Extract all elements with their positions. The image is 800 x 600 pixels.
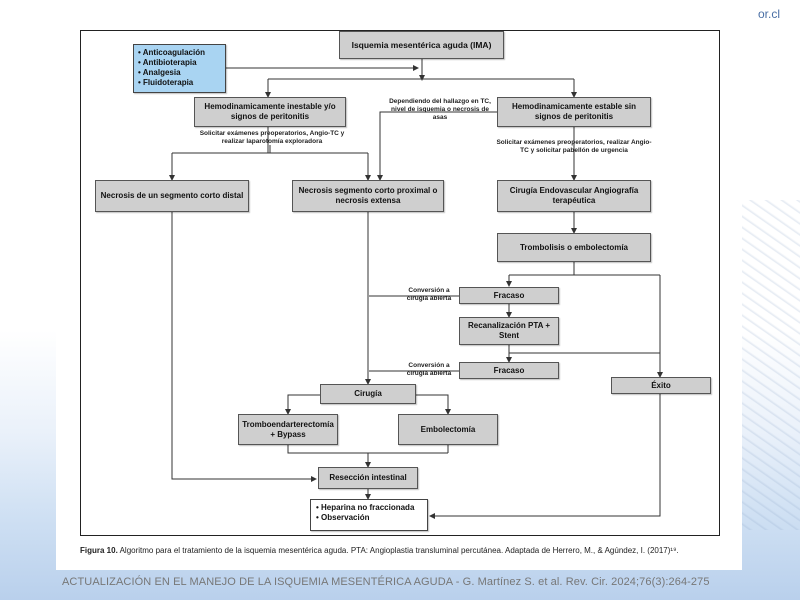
edge-to-resection xyxy=(287,445,371,468)
final-item: Heparina no fraccionada xyxy=(316,503,422,513)
edge-success-to-final xyxy=(429,394,661,519)
treatment-item: Analgesia xyxy=(138,68,221,78)
node-treatments: Anticoagulación Antibioterapia Analgesia… xyxy=(133,44,226,93)
note-unstable-exams: Solicitar exámenes preoperatorios, Angio… xyxy=(199,130,345,145)
node-unstable: Hemodinamicamente inestable y/o signos d… xyxy=(194,97,346,127)
node-failure-2: Fracaso xyxy=(459,362,559,379)
node-thromboendarterectomy: Tromboendarterectomía + Bypass xyxy=(238,414,338,445)
treatment-item: Anticoagulación xyxy=(138,48,221,58)
node-endovascular: Cirugía Endovascular Angiografía terapéu… xyxy=(497,180,651,212)
corner-text: or.cl xyxy=(758,7,781,21)
note-depending: Dependiendo del hallazgo en TC, nivel de… xyxy=(389,98,491,121)
node-ima: Isquemia mesentérica aguda (IMA) xyxy=(339,31,504,59)
footer-citation: ACTUALIZACIÓN EN EL MANEJO DE LA ISQUEMI… xyxy=(62,576,710,588)
caption-text: Algoritmo para el tratamiento de la isqu… xyxy=(119,546,679,555)
side-decoration xyxy=(738,200,800,530)
edge-short-to-resection xyxy=(171,212,317,482)
caption-label: Figura 10. xyxy=(80,546,118,555)
note-stable-exams: Solicitar exámenes preoperatorios, reali… xyxy=(496,139,652,154)
node-thrombolysis: Trombolisis o embolectomía xyxy=(497,233,651,262)
edge-to-thromboend xyxy=(285,394,320,415)
node-necrosis-extensive: Necrosis segmento corto proximal o necro… xyxy=(292,180,444,212)
node-final: Heparina no fraccionada Observación xyxy=(310,499,428,531)
node-resection: Resección intestinal xyxy=(318,467,418,489)
node-embolectomy: Embolectomía xyxy=(398,414,498,445)
node-recanalization: Recanalización PTA + Stent xyxy=(459,317,559,345)
edge-to-embolectomy xyxy=(416,394,451,415)
final-item: Observación xyxy=(316,513,422,523)
edge-stable-to-necrosis xyxy=(377,111,497,181)
node-surgery: Cirugía xyxy=(320,384,416,404)
node-necrosis-short: Necrosis de un segmento corto distal xyxy=(95,180,249,212)
note-conversion-2: Conversión a cirugía abierta xyxy=(406,362,452,377)
treatment-item: Fluidoterapia xyxy=(138,78,221,88)
node-success: Éxito xyxy=(611,377,711,394)
node-failure-1: Fracaso xyxy=(459,287,559,304)
figure-frame xyxy=(80,30,720,536)
note-conversion-1: Conversión a cirugía abierta xyxy=(406,287,452,302)
treatment-item: Antibioterapia xyxy=(138,58,221,68)
node-stable: Hemodinamicamente estable sin signos de … xyxy=(497,97,651,127)
figure-caption: Figura 10. Algoritmo para el tratamiento… xyxy=(80,546,730,557)
